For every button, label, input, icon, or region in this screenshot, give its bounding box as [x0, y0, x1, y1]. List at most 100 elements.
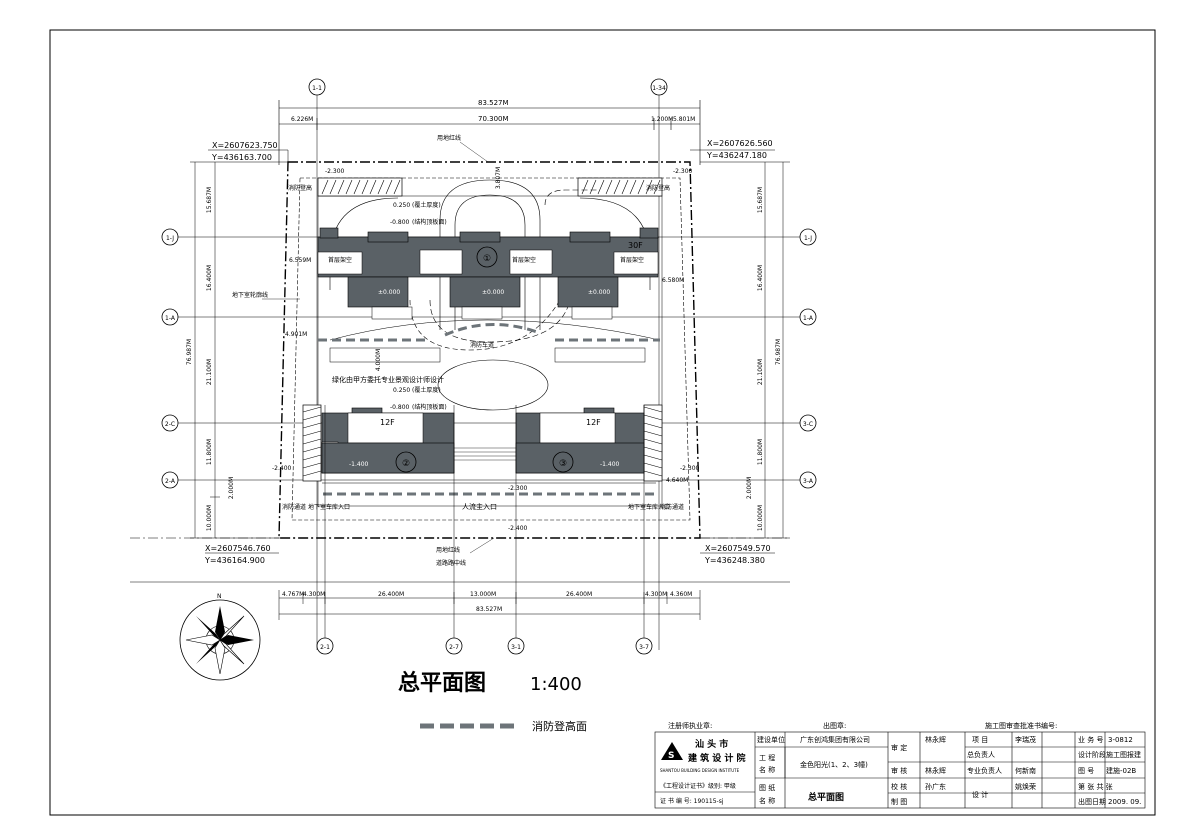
road-center-label: 道路路中线 — [436, 559, 466, 567]
svg-text:1-1: 1-1 — [312, 85, 322, 92]
level-road: -2.400 — [508, 525, 528, 532]
plaza-arc — [329, 319, 661, 341]
basement-line-label: 地下室轮廓线 — [232, 291, 268, 299]
dim-left-seg-6: 10.000M — [206, 505, 213, 531]
title-block-grid — [654, 731, 1146, 809]
tb-client: 广东创鸿集团有限公司 — [800, 735, 870, 744]
tb-design: 设 计 — [972, 790, 988, 799]
central-plaza-oval — [437, 359, 549, 411]
tb-project-label-a: 工 程 — [759, 753, 775, 762]
coord-bottom-right: X=2607549.570 Y=436248.380 — [700, 544, 775, 565]
top-ramp-right — [577, 177, 663, 197]
building-2-body — [321, 442, 455, 474]
tb-project-label-b: 名 称 — [759, 765, 775, 774]
svg-text:1-J: 1-J — [166, 235, 174, 242]
fire-lane-path-2 — [544, 189, 600, 206]
tb-discipline: 专业负责人 — [967, 766, 1002, 775]
tb-stage-label: 设计阶段 — [1078, 750, 1106, 759]
building-3-void — [539, 412, 616, 444]
dim-bldg1-left-gap: 6.559M — [289, 257, 311, 264]
left-dimensions — [190, 161, 290, 539]
axis-bubble-bottom-2-7: 2-7 — [445, 637, 463, 655]
level-mid-bottom: -2.300 — [508, 485, 528, 492]
axis-bubble-left-2c: 2-C — [161, 414, 179, 432]
dim-left-seg-3: 21.100M — [206, 359, 213, 385]
building-2-number-badge — [395, 451, 417, 473]
svg-text:3-C: 3-C — [803, 421, 813, 428]
coord-top-right: X=2607626.560 Y=436247.180 — [690, 139, 775, 160]
svg-text:X=2607626.560: X=2607626.560 — [707, 139, 773, 148]
level-note-a1: 0.250 — [393, 202, 410, 209]
axis-bubble-right-1a: 1-A — [799, 308, 817, 326]
dim-bottom-seg-3: 26.400M — [378, 591, 404, 598]
tb-job-no-label: 业 务 号 — [1078, 735, 1103, 744]
building-1-void-label-2: 首层架空 — [512, 256, 536, 264]
red-line-label-bottom: 用地红线 — [436, 546, 460, 554]
tb-approve: 审 定 — [891, 743, 907, 752]
dim-bottom-seg-7: 4.360M — [670, 591, 692, 598]
tb-check-name: 孙广东 — [925, 782, 946, 791]
dim-left-gap-mid2: 4.000M — [375, 349, 382, 371]
tb-company-a: 汕 头 市 — [695, 738, 728, 750]
basement-outline — [291, 177, 691, 521]
tb-item: 项 目 — [972, 736, 988, 744]
dim-left-gap-mid: 4.901M — [285, 331, 307, 338]
svg-text:2-7: 2-7 — [449, 644, 459, 651]
coord-top-left: X=2607623.750 Y=436163.700 — [208, 141, 289, 162]
axis-bubble-right-3a: 3-A — [799, 471, 817, 489]
building-1-level-2: ±0.000 — [482, 289, 504, 296]
dim-left-seg-1: 15.687M — [206, 187, 213, 213]
tb-chief: 总负责人 — [967, 750, 995, 759]
tb-project: 金色阳光(1、2、3幢) — [800, 760, 868, 769]
top-dimensions — [278, 100, 701, 165]
red-line-label-top: 用地红线 — [437, 134, 461, 142]
tb-review-no: 施工图审查批准书编号: — [985, 721, 1057, 730]
tb-review: 审 核 — [891, 766, 907, 775]
road-lines — [130, 537, 790, 583]
axis-bubble-top-right: 1-34 — [650, 78, 668, 96]
tb-sheet-label-b: 名 称 — [759, 796, 775, 805]
fire-lane-label: 消防车道 — [470, 341, 494, 349]
level-note-b1-note: (覆土厚度) — [412, 386, 441, 394]
svg-text:Y=436164.900: Y=436164.900 — [204, 556, 265, 565]
dim-bottom-seg-4: 13.000M — [470, 591, 496, 598]
svg-text:1-A: 1-A — [165, 315, 176, 322]
building-1-level-3: ±0.000 — [588, 289, 610, 296]
garage-entry-left-label: 地下室车库入口 — [308, 503, 350, 511]
fire-climbing-dash-top — [318, 323, 660, 342]
plaza-band-right — [554, 347, 646, 363]
dim-bottom-seg-6: 4.300M — [645, 591, 667, 598]
tb-check: 校 核 — [891, 782, 907, 791]
central-oval-road — [439, 179, 541, 330]
bottom-axis-lines — [324, 405, 645, 638]
svg-text:Y=436163.700: Y=436163.700 — [211, 153, 272, 162]
svg-text:S: S — [668, 751, 674, 761]
svg-text:2-1: 2-1 — [320, 644, 330, 651]
dim-left-seg-2: 16.400M — [206, 265, 213, 291]
dim-top-inner: 70.300M — [478, 115, 509, 123]
tb-discipline-name: 何新南 — [1015, 766, 1036, 775]
axis-bubble-left-2a: 2-A — [161, 471, 179, 489]
svg-text:2-C: 2-C — [165, 421, 175, 428]
tb-out-stamp: 出图章: — [823, 721, 846, 730]
main-entry-label: 人流主入口 — [462, 502, 497, 511]
sheet-border — [49, 29, 1156, 816]
svg-text:3-1: 3-1 — [511, 644, 521, 651]
legend-fire-label: 消防登高面 — [532, 719, 587, 733]
axis-bubble-right-1j: 1-J — [799, 228, 817, 246]
exit-left-label: 消防通道 — [282, 503, 306, 511]
building-1-voids — [317, 249, 659, 320]
drawing-scale: 1:400 — [530, 674, 582, 695]
building-3-number: ③ — [559, 459, 567, 469]
level-note-a2: -0.800 — [390, 219, 410, 226]
svg-text:X=2607623.750: X=2607623.750 — [212, 141, 278, 150]
tb-cert-grade: 《工程设计证书》级别: 甲级 — [660, 782, 736, 790]
top-ramp-left — [317, 177, 403, 197]
tb-sheet-label-a: 图 纸 — [759, 783, 775, 792]
building-3-floors: 12F — [586, 418, 601, 427]
fire-right-label: 消防登高 — [646, 184, 670, 192]
axis-bubble-left-1a: 1-A — [161, 308, 179, 326]
level-note-b1: 0.250 — [393, 387, 410, 394]
dim-right-seg-6: 10.000M — [757, 505, 764, 531]
